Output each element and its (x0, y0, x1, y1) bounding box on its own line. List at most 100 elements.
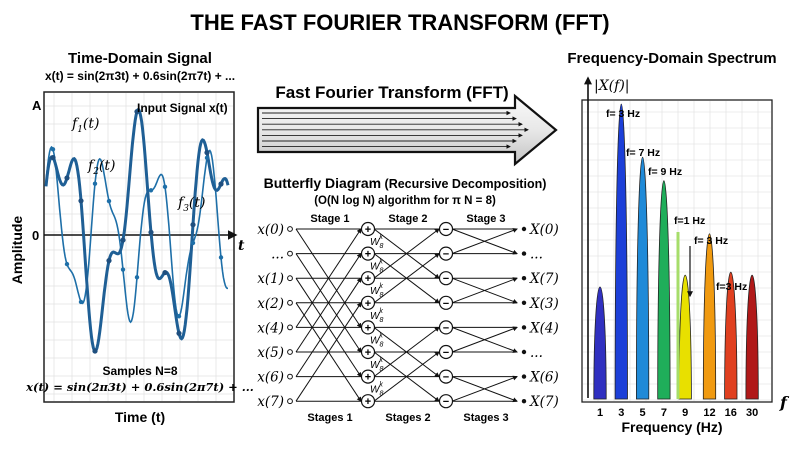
butterfly-node (438, 369, 454, 384)
spectrum-annotation: f=3 Hz (716, 281, 747, 293)
output-label: X(0) (529, 222, 559, 238)
sample-point (204, 155, 210, 161)
freq-f-label: f (779, 393, 790, 412)
spectrum-bar-5 (635, 156, 650, 400)
butterfly-node (360, 246, 376, 261)
butterfly-line (295, 252, 362, 353)
spectrum-annotation: f= 3 Hz (606, 108, 640, 120)
twiddle-factor: W8k (370, 283, 383, 299)
input-label: x(2) (257, 296, 284, 312)
tick-label: 7 (661, 407, 667, 419)
butterfly-node (360, 271, 376, 286)
fft-arrow: Fast Fourier Transform (FFT) (256, 83, 558, 167)
butterfly-operator: + (365, 298, 371, 310)
butterfly-operator: + (365, 347, 371, 359)
butterfly-operator: + (365, 273, 371, 285)
output-node (521, 226, 527, 232)
butterfly-operator: − (443, 372, 449, 384)
input-label: x(0) (257, 222, 284, 238)
butterfly-operator: − (443, 224, 449, 236)
time-panel-heading: Time-Domain Signal (68, 50, 212, 67)
stage-label: Stages 2 (385, 412, 430, 424)
butterfly-nodes: +−W8k+−W8k+−W8k+−W8k+−W8k+−W8k+−W8k+− (287, 221, 527, 409)
twiddle-factor: W8k (370, 308, 383, 324)
f3-label: f3(t) (177, 195, 205, 214)
butterfly-operator: − (443, 298, 449, 310)
spectrum-bar-16 (724, 271, 738, 400)
butterfly-subtitle: (O(N log N) algorithm for π N = 8) (314, 195, 496, 207)
sample-point (64, 175, 70, 181)
time-equation-top: x(t) = sin(2π3t) + 0.6sin(2π7t) + ... (45, 69, 235, 83)
spectrum-bar-9 (678, 274, 692, 400)
sample-point (106, 198, 112, 204)
butterfly-operator: − (443, 249, 449, 261)
input-node (287, 275, 293, 282)
sample-point (162, 184, 168, 190)
butterfly-operator: + (365, 322, 371, 334)
spectrum-bar-3 (614, 103, 628, 400)
butterfly-line (295, 228, 362, 328)
output-node (521, 374, 527, 379)
butterfly-node (360, 295, 376, 310)
spectrum-annotations: f= 3 Hzf= 7 Hzf= 9 Hzf=1 Hzf= 3 Hzf=3 Hz (606, 108, 747, 293)
output-node (521, 300, 527, 305)
butterfly-title: Butterfly Diagram (Recursive Decompositi… (264, 175, 547, 191)
output-label: ... (530, 247, 543, 263)
sample-point (50, 147, 56, 152)
stage-label: Stages 1 (307, 412, 352, 424)
f1-label: f1(t) (71, 116, 99, 135)
tick-label: 12 (703, 407, 715, 419)
sample-points (50, 108, 224, 354)
sample-point (162, 269, 168, 276)
butterfly-line (295, 277, 362, 377)
tick-label: 3 (618, 407, 624, 419)
sample-point (134, 108, 140, 115)
sample-point (218, 255, 224, 260)
sample-point (78, 198, 84, 204)
tick-label: 30 (746, 407, 758, 419)
sample-point (190, 222, 196, 228)
butterfly-operator: + (365, 249, 371, 261)
butterfly-operator: − (443, 347, 449, 359)
butterfly-line (451, 228, 518, 255)
amplitude-a-label: A (32, 98, 42, 113)
stage-labels-bottom: Stages 1 Stages 2 Stages 3 (307, 412, 508, 424)
sample-point (92, 181, 98, 186)
freq-x-axis-label: Frequency (Hz) (621, 419, 722, 435)
stage-label: Stages 3 (463, 412, 508, 424)
fft-arrow-label: Fast Fourier Transform (FFT) (275, 83, 508, 102)
twiddle-factor: W8k (370, 382, 383, 398)
butterfly-operator: + (365, 224, 371, 236)
output-label: X(7) (529, 271, 559, 287)
tick-label: 9 (682, 407, 688, 419)
time-domain-panel: Time-Domain Signal x(t) = sin(2π3t) + 0.… (9, 50, 254, 425)
butterfly-node (360, 221, 376, 237)
spectrum-bar-1 (593, 286, 607, 400)
butterfly-node (438, 394, 454, 409)
spectrum-annotation: f= 7 Hz (626, 147, 660, 159)
butterfly-operator: + (365, 396, 371, 408)
sample-point (120, 267, 126, 272)
input-node (287, 299, 293, 306)
butterfly-node (438, 344, 454, 360)
sample-point (176, 314, 182, 319)
output-node (521, 251, 527, 256)
sample-point (64, 261, 70, 267)
sample-point (176, 330, 182, 336)
input-node (287, 398, 293, 405)
time-equation-bottom: x(t) = sin(2π3t) + 0.6sin(2π7t) + ... (25, 380, 254, 394)
butterfly-node (360, 394, 376, 409)
input-node (287, 226, 293, 232)
sample-point (120, 237, 126, 243)
spectrum-bar-7 (657, 180, 671, 400)
tick-label: 5 (640, 407, 646, 419)
butterfly-node (438, 295, 454, 310)
butterfly-line (373, 351, 440, 402)
input-label: x(7) (257, 394, 284, 410)
butterfly-operator: − (443, 322, 449, 334)
sample-point (148, 229, 154, 235)
butterfly-operator: − (443, 273, 449, 285)
output-node (521, 399, 527, 404)
